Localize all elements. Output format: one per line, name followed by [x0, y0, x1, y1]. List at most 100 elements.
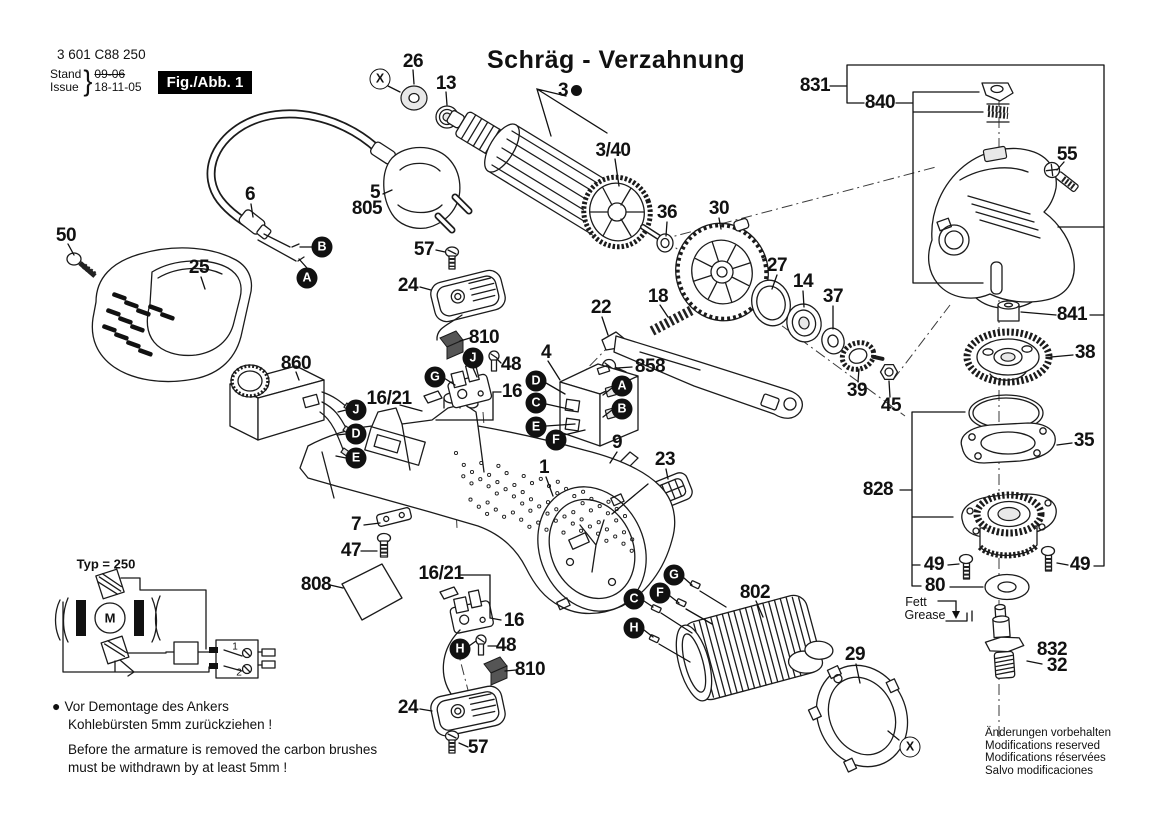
wiring-motor-label: M — [104, 610, 116, 626]
letter-callout: C — [623, 588, 645, 610]
washer-80 — [984, 573, 1030, 601]
part-label: 32 — [1046, 655, 1068, 676]
screw-48-bottom — [475, 634, 487, 656]
part-label: 805 — [351, 198, 383, 219]
screw-47 — [376, 532, 392, 558]
part-label: 3/40 — [595, 140, 631, 161]
part-label: 831 — [799, 75, 831, 96]
spring-840 — [986, 103, 1010, 123]
part-label: 57 — [467, 737, 489, 758]
footer-line: Modifications reserved — [985, 739, 1101, 752]
letter-callout: D — [345, 423, 367, 445]
part-label: 810 — [514, 659, 546, 680]
bearing-14 — [786, 303, 822, 343]
grease-arrow — [952, 611, 960, 619]
letter-callout: A — [611, 375, 633, 397]
part-label: 39 — [846, 380, 868, 401]
screw-50 — [66, 252, 97, 278]
part-label: 25 — [188, 257, 210, 278]
part-label: 13 — [435, 73, 457, 94]
brush-cover-top — [430, 269, 506, 323]
armature-assembly — [400, 85, 670, 250]
footer-line: Modifications réservées — [985, 752, 1106, 764]
screw-55 — [1043, 161, 1079, 193]
part-label: 840 — [864, 92, 896, 113]
carbon-brush-top — [439, 330, 464, 360]
wiring-terminal-2: 2 — [236, 667, 242, 679]
motor-housing — [299, 392, 676, 615]
bracket-lines — [829, 64, 1105, 622]
washer-36 — [656, 233, 674, 253]
clip-16-21-bottom — [439, 586, 459, 600]
maintenance-notes: ●Vor Demontage des Ankers Kohlebürsten 5… — [52, 697, 377, 777]
letter-callout: A — [296, 267, 318, 289]
speed-control-860 — [229, 364, 355, 458]
part-label: 48 — [495, 635, 517, 656]
part-label: 14 — [792, 271, 814, 292]
part-label: 3 — [558, 80, 583, 102]
plate-7 — [376, 507, 412, 527]
part-label: 16/21 — [418, 563, 464, 584]
part-label: 22 — [590, 297, 612, 318]
letter-callout: F — [545, 429, 567, 451]
ring-27 — [751, 279, 791, 327]
part-label: 4 — [540, 342, 552, 363]
letter-callout: F — [649, 582, 671, 604]
spring-18 — [649, 305, 695, 336]
screw-49-right — [1040, 545, 1056, 572]
part-label: 26 — [402, 51, 424, 72]
cap-nut-840 — [981, 82, 1014, 102]
brush-cover-bottom — [430, 685, 506, 737]
letter-callout: J — [462, 347, 484, 369]
pinion-39 — [839, 340, 885, 372]
grease-label-de: Fett — [905, 595, 927, 609]
part-label: 50 — [55, 225, 77, 246]
part-label: 45 — [880, 395, 902, 416]
wiring-terminal-1: 1 — [232, 641, 238, 653]
letter-callout: E — [345, 447, 367, 469]
sleeve-841 — [997, 300, 1020, 322]
brush-wire-top — [436, 314, 463, 341]
part-label: 49 — [923, 554, 945, 575]
part-label: 828 — [862, 479, 894, 500]
part-label: 48 — [500, 354, 522, 375]
letter-callout: G — [663, 564, 685, 586]
washer-37 — [821, 327, 845, 355]
wiring-type-label: Typ = 250 — [76, 556, 136, 572]
stand-label: Stand — [50, 67, 82, 81]
letter-callout: H — [623, 617, 645, 639]
stand-value: 09-06 — [94, 67, 126, 81]
part-label: 49 — [1069, 554, 1091, 575]
part-label: 30 — [708, 198, 730, 219]
part-label: 5 — [369, 182, 381, 203]
leader-lines — [67, 69, 1074, 748]
note-en-line2: must be withdrawn by at least 5mm ! — [68, 760, 288, 775]
fan-baffle-30 — [675, 217, 769, 322]
footer-line: Änderungen vorbehalten — [985, 727, 1111, 739]
stator-802 — [675, 594, 834, 702]
letter-callout: B — [311, 236, 333, 258]
part-label: 37 — [822, 286, 844, 307]
spindle-832 — [984, 603, 1025, 680]
diagram-title: Schräg - Verzahnung — [487, 46, 746, 74]
stand-issue-block: Stand Issue } 09-06 18-11-05 — [50, 66, 142, 94]
housing-cover — [91, 247, 253, 383]
label-plate-808 — [341, 563, 403, 621]
note-de-line1: Vor Demontage des Ankers — [64, 699, 229, 714]
bearing-flange-828 — [961, 491, 1057, 559]
part-label: 80 — [924, 575, 946, 596]
part-label: 16 — [503, 610, 525, 631]
part-label: 808 — [300, 574, 332, 595]
power-cord — [206, 109, 393, 262]
part-label: 35 — [1073, 430, 1095, 451]
ring-gasket-35 — [960, 394, 1056, 464]
letter-callout: B — [611, 398, 633, 420]
letter-callout: H — [449, 638, 471, 660]
note-en-line1: Before the armature is removed the carbo… — [68, 742, 378, 757]
x-callout: X — [369, 68, 391, 90]
part-label: 24 — [397, 275, 419, 296]
letter-callout: J — [345, 399, 367, 421]
part-label: 57 — [413, 239, 435, 260]
